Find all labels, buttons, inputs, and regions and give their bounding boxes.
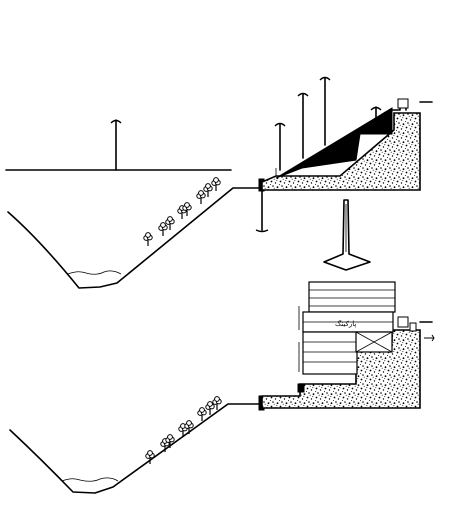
right-box-after [409,322,417,332]
water-line [67,270,122,275]
bottom-section: پارکینگ [9,281,435,494]
building-label: پارکینگ [335,319,356,328]
slope-trees-after [145,396,222,465]
building-stack: پارکینگ [298,281,396,375]
top-right-shrub [397,98,409,109]
valley-profile [7,187,261,289]
lamp-poles [274,76,382,171]
right-shrub-after [397,316,409,328]
floor-top [308,281,396,313]
foot-block [297,383,305,393]
cut-wedge [275,107,393,179]
transition-arrow [323,199,371,271]
floor-lower [302,331,358,375]
down-arrow-icon [323,199,371,271]
slope-trees [143,177,221,247]
top-section [5,76,433,289]
water-line-after [61,477,119,482]
earth-fill [261,112,421,191]
valley-profile-after [9,403,263,494]
depth-marker-cap [255,229,269,233]
right-arrow-icon [424,334,435,342]
